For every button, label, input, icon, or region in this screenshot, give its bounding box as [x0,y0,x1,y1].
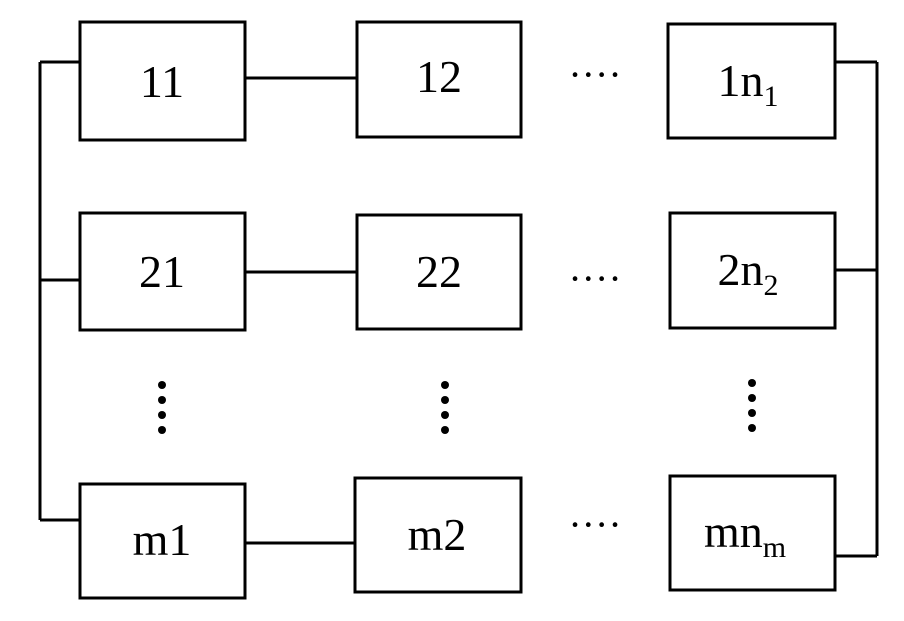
block-21 [78,211,247,332]
left-bus [38,60,80,522]
block-22-main: 22 [416,246,462,297]
row-m-ellipsis: ···· [568,502,621,547]
block-12-main: 12 [416,51,462,102]
block-mnm-sub: m [763,531,786,564]
row-2: 21 22 ···· 2n2 [78,211,837,332]
row-m: m1 m2 ···· mnm [78,474,837,600]
block-mnm [668,474,837,592]
block-11-label: 11 [140,56,184,107]
block-2n2-label: 2n2 [718,244,779,302]
block-2n2-sub: 2 [764,269,779,302]
row-2-ellipsis: ···· [568,256,621,301]
block-mnm-main: mn [704,506,763,557]
row-1: 11 12 ···· 1n1 [78,20,837,142]
block-22-label: 22 [416,246,462,297]
block-m2-main: m2 [408,509,467,560]
block-m2-label: m2 [408,509,467,560]
block-1n1 [666,22,837,140]
block-1n1-label: 1n1 [718,55,779,113]
vertical-ellipsis-col-2 [441,381,449,434]
block-m1-main: m1 [133,514,192,565]
vertical-ellipsis-col-1 [158,381,166,434]
block-mnm-label: mnm [704,506,786,564]
right-bus [835,60,879,558]
block-22 [355,213,523,331]
block-m1 [78,482,247,600]
vertical-ellipsis-col-n [748,379,756,432]
block-1n1-sub: 1 [764,80,779,113]
block-21-main: 21 [139,246,185,297]
block-2n2-main: 2n [718,244,764,295]
block-21-label: 21 [139,246,185,297]
row-1-ellipsis: ···· [568,52,621,97]
block-1n1-main: 1n [718,55,764,106]
block-11 [78,20,247,142]
block-12 [355,20,523,139]
block-11-main: 11 [140,56,184,107]
block-2n2 [668,211,837,330]
block-m1-label: m1 [133,514,192,565]
block-m2 [353,476,523,594]
block-12-label: 12 [416,51,462,102]
